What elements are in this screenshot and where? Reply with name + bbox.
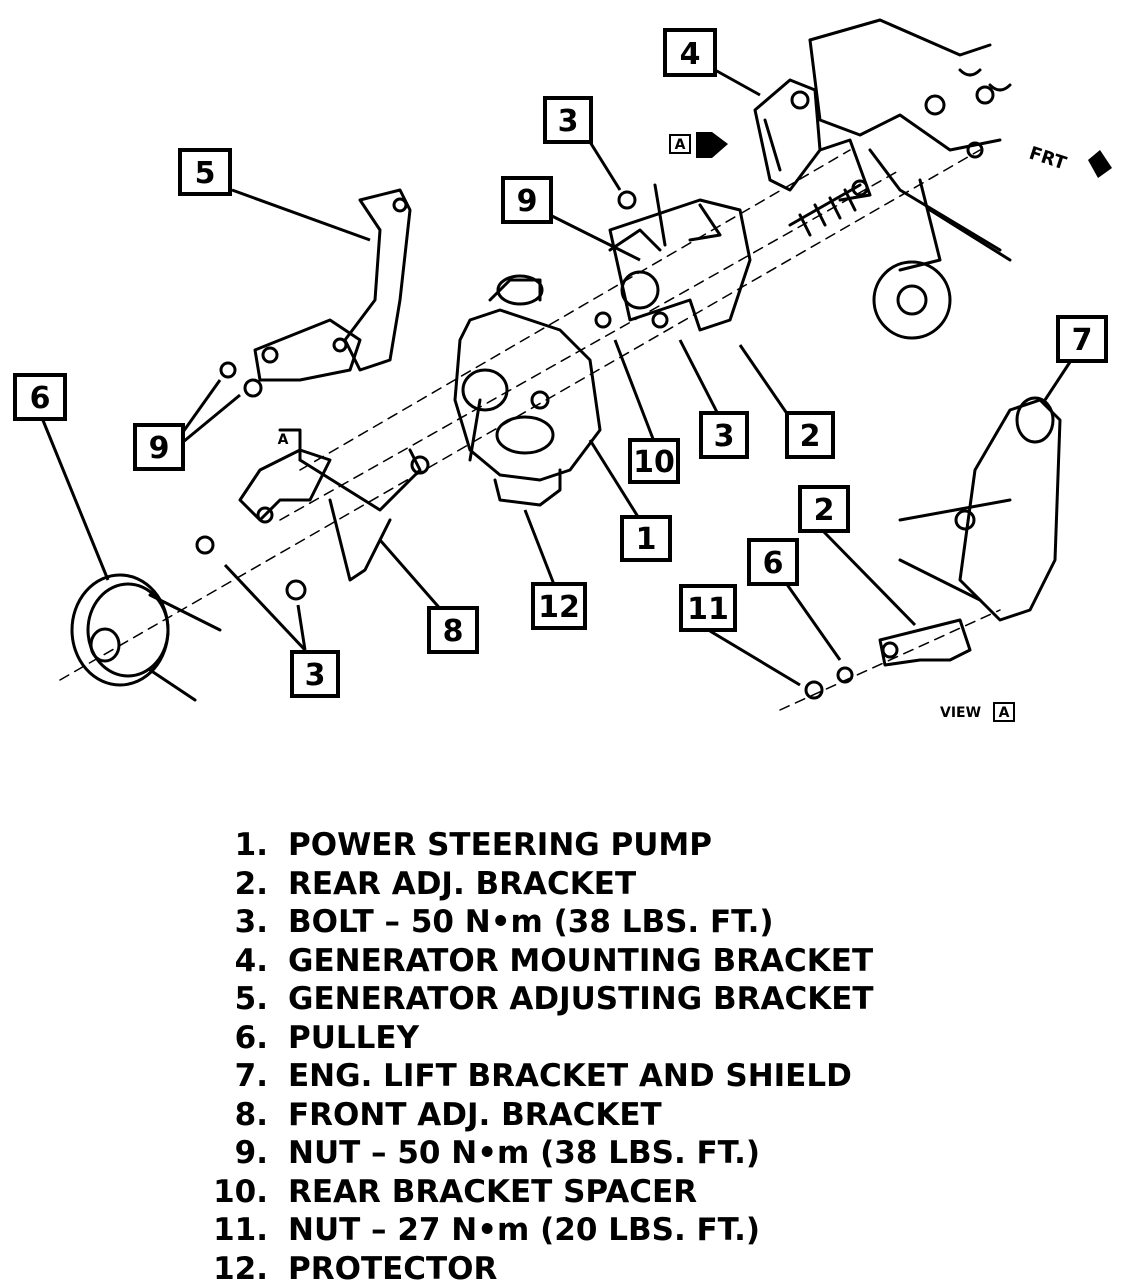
pulley-drawing — [72, 575, 220, 700]
legend-item: 6.PULLEY — [200, 1019, 874, 1058]
legend-text: POWER STEERING PUMP — [288, 826, 712, 865]
callout-box-6-left: 6 — [15, 375, 65, 419]
legend-number: 1. — [200, 826, 288, 865]
view-a-caption: VIEW A — [940, 703, 1014, 721]
callout-box-11: 11 — [681, 586, 735, 630]
view-a-reference-marker: A — [670, 132, 728, 158]
eng-lift-bracket-drawing — [900, 398, 1060, 620]
legend-text: PROTECTOR — [288, 1250, 497, 1288]
callout-label-3: 3 — [305, 658, 326, 693]
callout-box-3-mid: 3 — [701, 413, 747, 457]
legend-item: 5.GENERATOR ADJUSTING BRACKET — [200, 980, 874, 1019]
legend-item: 4.GENERATOR MOUNTING BRACKET — [200, 942, 874, 981]
callout-label-4: 4 — [680, 37, 701, 72]
generator-adjusting-bracket-drawing — [255, 190, 410, 380]
callout-box-12: 12 — [533, 584, 585, 628]
callout-label-11: 11 — [687, 592, 729, 627]
legend-item: 9.NUT – 50 N•m (38 LBS. FT.) — [200, 1134, 874, 1173]
callout-box-6-lower: 6 — [749, 540, 797, 584]
callout-label-6: 6 — [763, 546, 784, 581]
callout-label-5: 5 — [195, 156, 216, 191]
callout-box-2-lower: 2 — [800, 487, 848, 531]
legend-text: REAR ADJ. BRACKET — [288, 865, 636, 904]
callout-box-9-left: 9 — [135, 425, 183, 469]
bolt-to-engine-drawing — [790, 181, 867, 235]
callout-label-12: 12 — [538, 590, 580, 625]
legend-text: NUT – 50 N•m (38 LBS. FT.) — [288, 1134, 760, 1173]
callout-label-2: 2 — [814, 493, 835, 528]
legend-text: NUT – 27 N•m (20 LBS. FT.) — [288, 1211, 760, 1250]
legend-number: 6. — [200, 1019, 288, 1058]
bracket-a-letter: A — [278, 432, 289, 448]
assembly-axis-lines — [60, 150, 1000, 710]
legend-item: 3.BOLT – 50 N•m (38 LBS. FT.) — [200, 903, 874, 942]
power-steering-pump-drawing — [455, 276, 600, 505]
legend-number: 11. — [200, 1211, 288, 1250]
legend-item: 12.PROTECTOR — [200, 1250, 874, 1288]
callout-label-8: 8 — [443, 614, 464, 649]
legend-number: 3. — [200, 903, 288, 942]
callout-label-9: 9 — [149, 431, 170, 466]
generator-mounting-bracket-drawing — [755, 80, 870, 200]
callout-box-10: 10 — [630, 440, 678, 482]
callout-box-9-top: 9 — [503, 178, 551, 222]
callout-label-2: 2 — [800, 419, 821, 454]
engine-block-drawing — [810, 20, 1010, 338]
legend-item: 10.REAR BRACKET SPACER — [200, 1173, 874, 1212]
legend-text: GENERATOR ADJUSTING BRACKET — [288, 980, 874, 1019]
legend-number: 12. — [200, 1250, 288, 1288]
exploded-view-diagram: 4 3 5 9 6 9 10 3 2 7 1 2 — [0, 0, 1136, 800]
callout-label-7: 7 — [1072, 323, 1093, 358]
legend-number: 5. — [200, 980, 288, 1019]
parts-legend: 1.POWER STEERING PUMP 2.REAR ADJ. BRACKE… — [200, 826, 874, 1288]
callout-label-9: 9 — [517, 184, 538, 219]
callout-label-1: 1 — [636, 522, 657, 557]
view-caption-letter: A — [999, 705, 1010, 721]
frt-label: FRT — [1026, 143, 1069, 175]
callout-label-3: 3 — [714, 419, 735, 454]
legend-number: 9. — [200, 1134, 288, 1173]
callout-box-5: 5 — [180, 150, 230, 194]
legend-item: 8.FRONT ADJ. BRACKET — [200, 1096, 874, 1135]
legend-item: 1.POWER STEERING PUMP — [200, 826, 874, 865]
legend-item: 11.NUT – 27 N•m (20 LBS. FT.) — [200, 1211, 874, 1250]
legend-item: 2.REAR ADJ. BRACKET — [200, 865, 874, 904]
legend-text: REAR BRACKET SPACER — [288, 1173, 697, 1212]
front-direction-indicator: FRT — [1026, 143, 1112, 178]
legend-text: ENG. LIFT BRACKET AND SHIELD — [288, 1057, 852, 1096]
legend-number: 7. — [200, 1057, 288, 1096]
callout-box-3-top: 3 — [545, 98, 591, 142]
legend-number: 8. — [200, 1096, 288, 1135]
callout-box-1: 1 — [622, 517, 670, 560]
callout-label-3: 3 — [558, 104, 579, 139]
callout-label-10: 10 — [633, 445, 675, 480]
callout-box-4: 4 — [665, 30, 715, 75]
frt-arrow-icon — [1088, 150, 1112, 178]
callout-box-7: 7 — [1058, 317, 1106, 361]
legend-text: GENERATOR MOUNTING BRACKET — [288, 942, 873, 981]
legend-number: 4. — [200, 942, 288, 981]
view-a-marker-letter: A — [675, 137, 686, 153]
legend-item: 7.ENG. LIFT BRACKET AND SHIELD — [200, 1057, 874, 1096]
view-caption-text: VIEW — [940, 705, 981, 721]
callout-box-2-mid: 2 — [787, 413, 833, 457]
callout-label-6: 6 — [30, 381, 51, 416]
legend-text: PULLEY — [288, 1019, 419, 1058]
legend-number: 10. — [200, 1173, 288, 1212]
legend-text: FRONT ADJ. BRACKET — [288, 1096, 662, 1135]
legend-number: 2. — [200, 865, 288, 904]
legend-text: BOLT – 50 N•m (38 LBS. FT.) — [288, 903, 774, 942]
fasteners-drawing — [197, 192, 852, 698]
callout-box-3-bottom: 3 — [292, 652, 338, 696]
bracket-a-label: A — [278, 432, 289, 448]
callout-box-8: 8 — [429, 608, 477, 652]
